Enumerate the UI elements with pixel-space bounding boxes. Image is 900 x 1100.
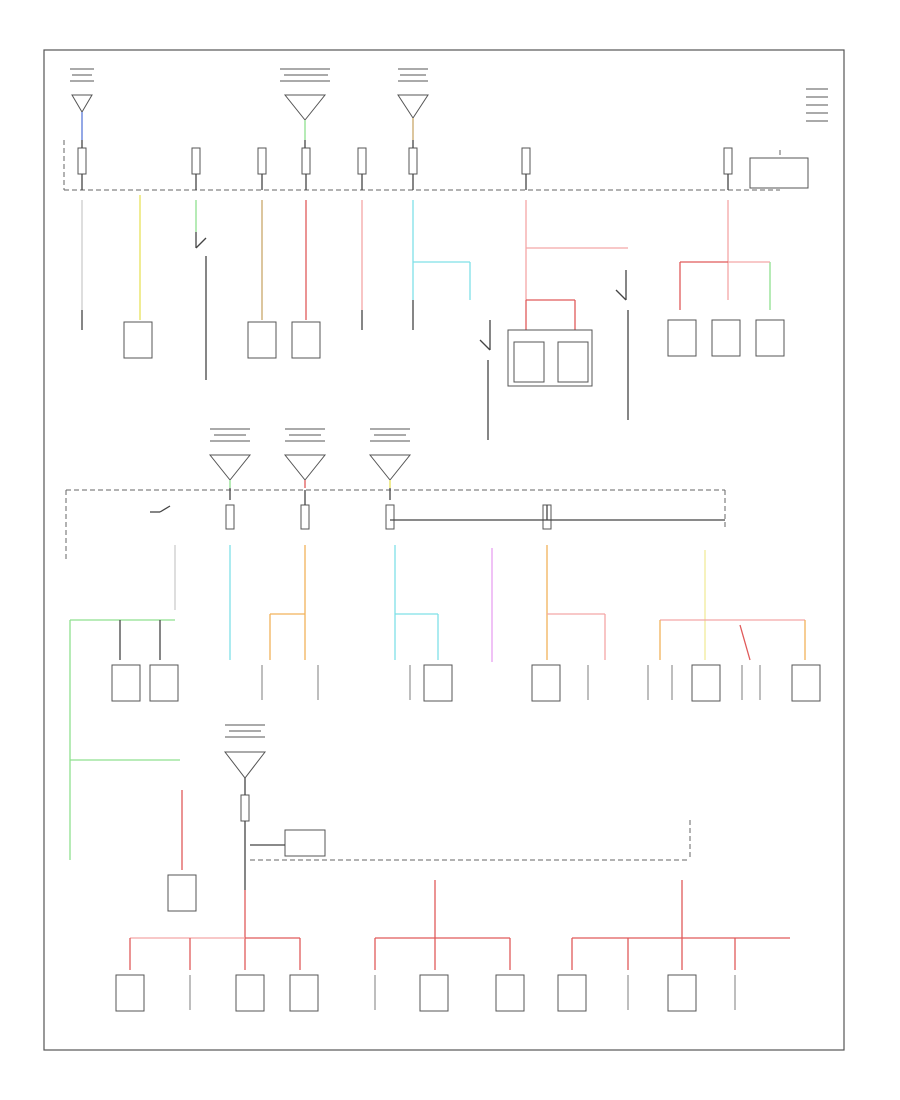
diagram-border — [43, 49, 845, 1051]
middle-section — [65, 428, 821, 760]
top-section — [63, 68, 828, 440]
bottom-section — [69, 724, 790, 1012]
components-middle — [111, 664, 821, 702]
power-source-4 — [208, 454, 252, 481]
power-source-7 — [223, 751, 267, 779]
fuses-top — [77, 147, 733, 175]
relay-block-top-right — [749, 157, 809, 189]
components-top — [123, 319, 785, 387]
power-source-6 — [368, 454, 412, 481]
power-source-3 — [397, 94, 429, 119]
power-source-1 — [71, 94, 93, 113]
power-source-2 — [283, 94, 327, 121]
power-source-5 — [283, 454, 327, 481]
components-bottom — [115, 974, 697, 1012]
